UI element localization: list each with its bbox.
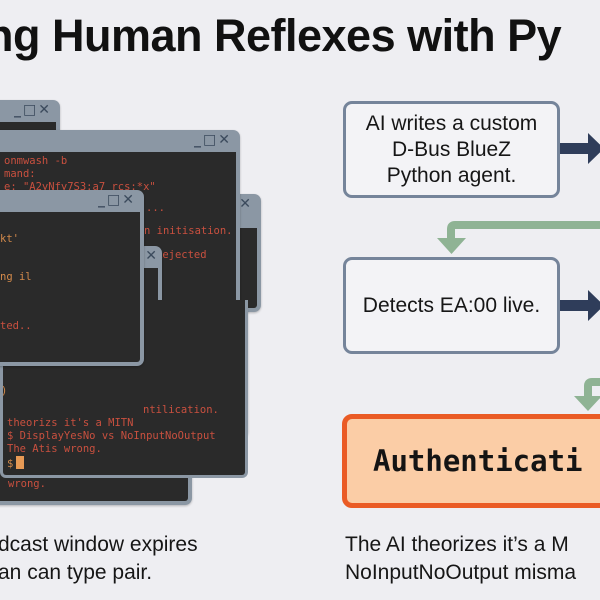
terminal-line: theorizs it's a MITN (7, 417, 134, 429)
window-titlebar[interactable]: ✕ (138, 246, 162, 268)
terminal-body: kt' ng il ted.. (0, 212, 140, 362)
close-icon[interactable]: ✕ (145, 248, 159, 264)
flow-step-line: Python agent. (386, 163, 517, 187)
terminal-line: $ DisplayYesNo vs NoInputNoOutput (7, 430, 216, 442)
page-title: ng Human Reflexes with Py (0, 10, 562, 61)
maximize-icon[interactable]: □ (107, 192, 123, 208)
prompt-symbol: $ (7, 458, 14, 470)
flow-step-write-agent: AI writes a custom D-Bus BlueZ Python ag… (343, 101, 560, 198)
caption-left: dcast window expires an can type pair. (0, 531, 198, 587)
minimize-icon[interactable]: _ (98, 192, 108, 208)
return-arrow-icon (574, 378, 600, 411)
terminal-line: The Atis wrong. (7, 443, 102, 455)
return-arrow-icon (437, 221, 600, 254)
flow-step-text: AI writes a custom D-Bus BlueZ Python ag… (366, 111, 538, 189)
terminal-line: ... (146, 202, 165, 214)
close-icon[interactable]: ✕ (218, 132, 232, 148)
minimize-icon[interactable]: _ (194, 132, 204, 148)
window-controls[interactable]: ✕ (239, 196, 253, 212)
window-controls[interactable]: ✕ (145, 248, 159, 264)
caption-line: an can type pair. (0, 561, 153, 584)
window-titlebar[interactable]: _□✕ (0, 130, 240, 152)
window-controls[interactable]: _□✕ (194, 132, 232, 148)
arrow-right-icon (560, 290, 600, 321)
caption-right: The AI theorizes it’s a M NoInputNoOutpu… (345, 531, 576, 587)
terminal-line: ng il (0, 271, 32, 283)
close-icon[interactable]: ✕ (38, 102, 52, 118)
maximize-icon[interactable]: □ (23, 102, 39, 118)
terminal-line: ntilication. (143, 404, 219, 416)
terminal-line: Rejected (156, 249, 207, 261)
terminal-line: ted.. (0, 320, 32, 332)
window-titlebar[interactable]: _□✕ (0, 190, 144, 212)
flow-step-text: Detects EA:00 live. (362, 293, 541, 317)
close-icon[interactable]: ✕ (239, 196, 253, 212)
flow-step-authentication: Authenticati (342, 414, 600, 508)
auth-label: Authenticati (373, 444, 583, 478)
terminal-line: onmwash -b (4, 155, 68, 167)
terminal-prompt[interactable]: $ (7, 456, 25, 470)
minimize-icon[interactable]: _ (14, 102, 24, 118)
window-controls[interactable]: _□✕ (98, 192, 136, 208)
flow-step-line: D-Bus BlueZ (391, 137, 512, 161)
terminal-line: mand: (4, 168, 36, 180)
caption-line: dcast window expires (0, 533, 198, 556)
arrow-right-icon (560, 133, 600, 164)
terminal-line: kt' (0, 233, 19, 245)
window-titlebar[interactable]: _□✕ (0, 100, 60, 122)
caption-line: The AI theorizes it’s a M (345, 533, 569, 556)
window-titlebar[interactable]: ✕ (157, 194, 261, 216)
flow-step-line: AI writes a custom (365, 111, 538, 135)
caption-line: NoInputNoOutput misma (345, 561, 577, 584)
terminal-line: ) (1, 385, 8, 397)
maximize-icon[interactable]: □ (203, 132, 219, 148)
terminal-window-middle[interactable]: _□✕ kt' ng il ted.. (0, 190, 144, 366)
terminal-line: wrong. (8, 478, 46, 490)
flow-step-detect: Detects EA:00 live. (343, 257, 560, 354)
text-cursor (16, 456, 25, 469)
window-controls[interactable]: _□✕ (14, 102, 52, 118)
close-icon[interactable]: ✕ (122, 192, 136, 208)
terminal-line: n initisation. (144, 225, 233, 237)
